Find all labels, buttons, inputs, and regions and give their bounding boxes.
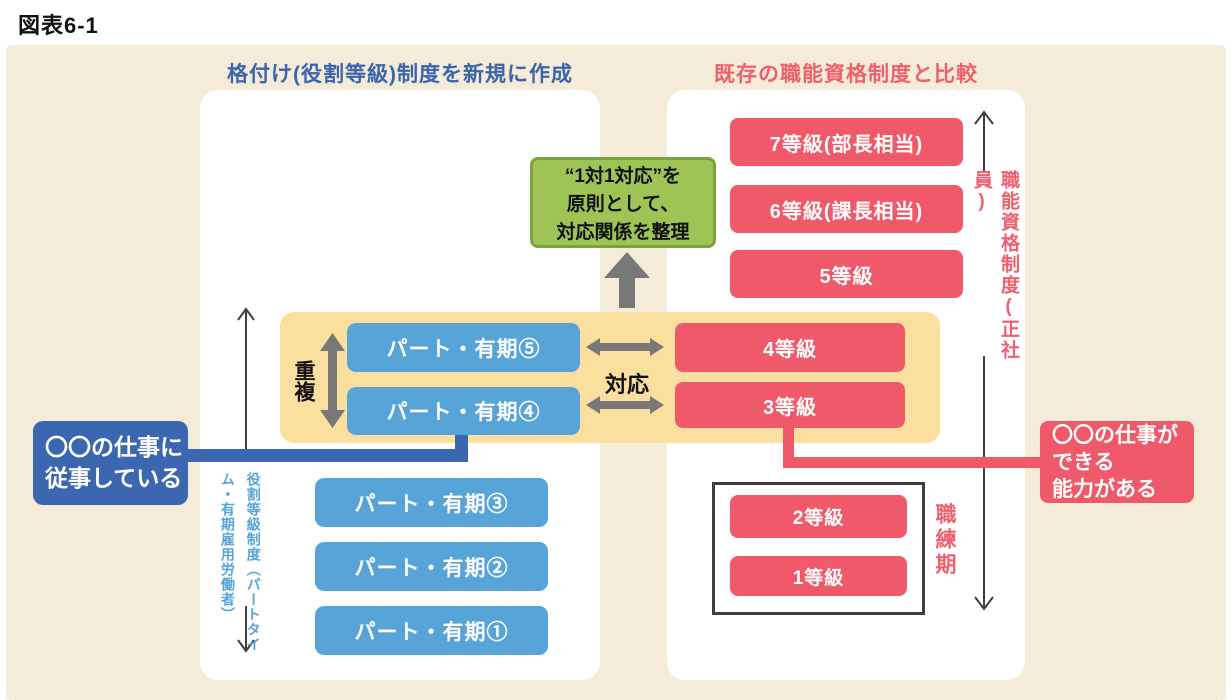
grade-box-4: 4等級 — [675, 323, 905, 372]
note-line-3: 対応関係を整理 — [556, 222, 690, 243]
right-panel-header: 既存の職能資格制度と比較 — [714, 63, 978, 86]
overlap-double-arrow-icon — [320, 333, 345, 428]
correspondence-label: 対応 — [604, 372, 649, 397]
part-box-3: パート・有期③ — [315, 478, 548, 527]
up-arrow-icon — [604, 252, 650, 308]
correspondence-arrow-upper-icon — [586, 338, 664, 356]
note-line-1: “1対1対応”を — [564, 166, 682, 187]
training-period-box — [712, 482, 925, 615]
grade-box-6: 6等級(課長相当) — [730, 185, 963, 233]
right-callout-line-2: できる — [1052, 450, 1115, 474]
right-callout-line-3: 能力がある — [1052, 477, 1157, 501]
note-line-2: 原則として、 — [566, 194, 680, 215]
right-callout-line-1: 〇〇の仕事が — [1052, 423, 1178, 447]
left-axis-label-col2: 有期雇用労働者） — [219, 502, 236, 622]
left-callout-line-2: 従事している — [45, 465, 183, 491]
grade-box-3: 3等級 — [675, 382, 905, 428]
grade-box-5: 5等級 — [730, 250, 963, 298]
red-connector-horizontal — [783, 457, 1045, 468]
part-box-2: パート・有期② — [315, 542, 548, 591]
left-axis-arrow-bottom — [237, 606, 255, 653]
note-box: “1対1対応”を 原則として、 対応関係を整理 — [530, 157, 716, 248]
red-connector-vertical — [783, 428, 794, 462]
left-axis-label-col1: 役割等級制度（パートタイム・ — [219, 472, 262, 652]
grade-box-7: 7等級(部長相当) — [730, 118, 963, 166]
figure-title: 図表6-1 — [18, 13, 99, 38]
training-period-label: 職練期 — [933, 503, 956, 578]
correspondence-arrow-lower-icon — [586, 396, 664, 414]
right-axis-label: 職能資格制度(正社員) — [971, 170, 1019, 361]
left-callout: 〇〇の仕事に 従事している — [33, 421, 188, 505]
left-panel-header: 格付け(役割等級)制度を新規に作成 — [227, 63, 573, 86]
part-box-4: パート・有期④ — [347, 387, 580, 435]
right-axis-arrow-bottom — [974, 356, 994, 611]
grade-box-1: 1等級 — [730, 556, 907, 596]
right-axis-arrow-top — [974, 110, 994, 172]
left-callout-line-1: 〇〇の仕事に — [45, 434, 183, 460]
left-axis-label: 役割等級制度（パートタイム・有期雇用労働者） — [214, 472, 266, 672]
overlap-label: 重複 — [292, 360, 315, 402]
right-callout: 〇〇の仕事が できる 能力がある — [1040, 421, 1194, 503]
part-box-1: パート・有期① — [315, 606, 548, 655]
part-box-5: パート・有期⑤ — [347, 323, 580, 372]
left-axis-arrow-top — [237, 307, 255, 458]
grade-box-2: 2等級 — [730, 495, 907, 538]
blue-connector-horizontal — [185, 449, 468, 462]
